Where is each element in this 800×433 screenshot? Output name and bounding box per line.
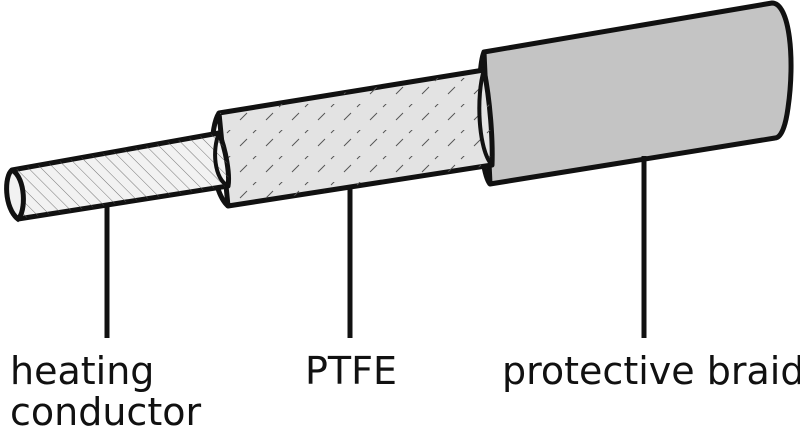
heating-conductor-layer (4, 130, 231, 223)
label-heating: heating (10, 349, 154, 393)
braid-body (481, 0, 794, 187)
conductor-end-right (213, 132, 230, 188)
conductor-hatch (7, 133, 229, 219)
label-conductor: conductor (10, 390, 201, 433)
ptfe-end-right (477, 69, 494, 167)
label-protective-braid: protective braid (502, 349, 800, 393)
protective-braid-layer (476, 0, 794, 187)
ptfe-layer (209, 67, 495, 209)
label-ptfe: PTFE (305, 349, 397, 393)
ptfe-hatch (219, 70, 493, 206)
conductor-end-left (4, 167, 26, 223)
